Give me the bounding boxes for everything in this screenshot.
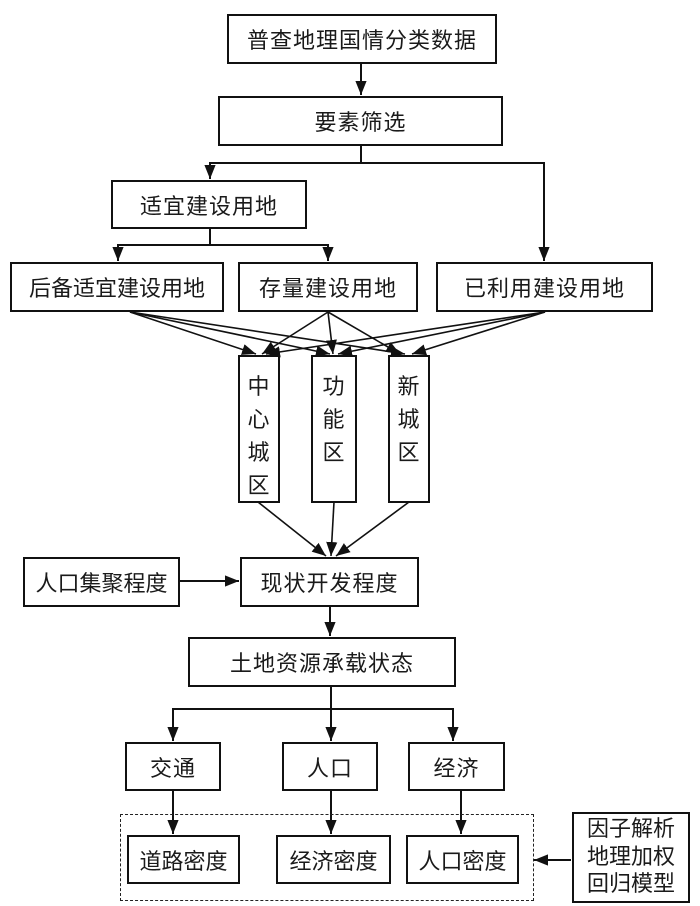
edge-filter-branch	[210, 145, 362, 164]
traffic-label: 交通	[149, 756, 196, 782]
population-agglomeration-label: 人口集聚程度	[35, 572, 168, 597]
edge-used-central	[265, 311, 546, 358]
population-density-label: 人口密度	[418, 849, 507, 875]
population-density-node: 人口密度	[406, 835, 519, 884]
edge-carrying-branch	[167, 686, 332, 741]
economic-density-node: 经济密度	[276, 835, 391, 884]
functional-area-char: 区	[322, 441, 346, 466]
edge-carrying-economy	[331, 708, 459, 741]
economy-label: 经济	[433, 756, 480, 782]
used-land-label: 已利用建设用地	[463, 277, 625, 302]
edge-central-development	[257, 501, 327, 557]
suitable-land-label: 适宜建设用地	[139, 194, 278, 220]
population-node: 人口	[282, 742, 378, 791]
central-urban-char: 区	[247, 474, 271, 499]
central-urban-char: 中	[247, 375, 271, 400]
reserve-suitable-land-node: 后备适宜建设用地	[10, 262, 224, 312]
economic-density-label: 经济密度	[289, 849, 378, 875]
edge-filter-used	[361, 162, 550, 261]
population-agglomeration-node: 人口集聚程度	[23, 557, 180, 607]
road-density-node: 道路密度	[127, 835, 240, 884]
current-development-label: 现状开发程度	[260, 572, 399, 597]
existing-land-node: 存量建设用地	[238, 262, 418, 312]
traffic-node: 交通	[125, 742, 221, 791]
model-label-line: 因子解析	[586, 817, 675, 843]
edge-functional-development	[326, 501, 338, 557]
edge-suitable-existing	[210, 244, 334, 261]
current-development-node: 现状开发程度	[240, 557, 419, 607]
functional-area-char: 功	[322, 375, 346, 400]
edge-existing-functional	[325, 311, 337, 355]
road-density-label: 道路密度	[139, 849, 228, 875]
feature-filter-label: 要素筛选	[314, 111, 407, 136]
new-town-char: 城	[397, 408, 421, 433]
census-data-node: 普查地理国情分类数据	[227, 14, 497, 64]
central-urban-char: 城	[247, 441, 271, 466]
suitable-land-node: 适宜建设用地	[111, 180, 307, 229]
new-town-char: 区	[397, 441, 421, 466]
census-data-label: 普查地理国情分类数据	[246, 29, 477, 54]
edge-reserve-newtown	[129, 311, 406, 358]
functional-area-char: 能	[322, 408, 346, 433]
edge-used-functional	[337, 311, 546, 357]
existing-land-label: 存量建设用地	[258, 277, 397, 302]
edge-reserve-functional	[129, 311, 331, 357]
edge-existing-newtown	[327, 311, 401, 355]
edge-suitable-branch	[112, 228, 211, 261]
land-carrying-state-label: 土地资源承载状态	[229, 652, 414, 677]
model-label-line: 地理加权	[586, 844, 675, 870]
economy-node: 经济	[408, 742, 505, 791]
model-node: 因子解析 地理加权 回归模型	[572, 812, 690, 903]
edge-newtown-development	[335, 501, 410, 557]
functional-area-node: 功 能 区	[311, 355, 357, 503]
central-urban-node: 中 心 城 区	[238, 355, 280, 503]
new-town-char: 新	[397, 375, 421, 400]
reserve-suitable-land-label: 后备适宜建设用地	[28, 277, 205, 302]
edge-used-newtown	[411, 311, 546, 356]
land-carrying-state-node: 土地资源承载状态	[188, 637, 456, 687]
central-urban-char: 心	[247, 408, 271, 433]
feature-filter-node: 要素筛选	[218, 96, 503, 146]
population-label: 人口	[306, 756, 353, 782]
edge-reserve-central	[129, 311, 257, 355]
model-label-line: 回归模型	[586, 872, 675, 898]
used-land-node: 已利用建设用地	[436, 262, 653, 312]
density-group-frame	[120, 814, 534, 901]
new-town-node: 新 城 区	[388, 355, 430, 503]
